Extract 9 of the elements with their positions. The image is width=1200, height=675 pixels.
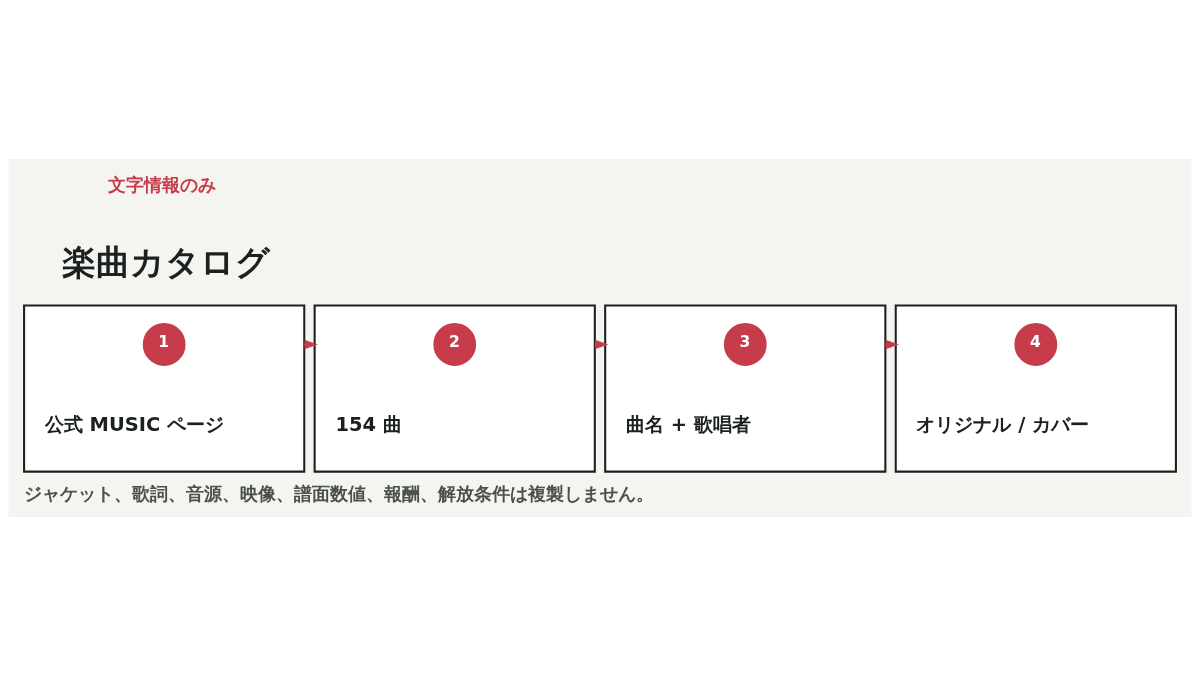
node-circle: 3 [723,322,767,366]
caption: ジャケット、歌詞、音源、映像、譜面数値、報酬、解放条件は複製しません。 [24,482,655,504]
node-circle: 4 [1014,322,1058,366]
arrow [304,339,318,349]
node-circle: 1 [142,322,186,366]
arrow [885,339,899,349]
node-circle: 2 [433,322,477,366]
label: 文字情報のみ [108,173,217,195]
diagram-title: 楽曲カタログ [61,242,270,282]
